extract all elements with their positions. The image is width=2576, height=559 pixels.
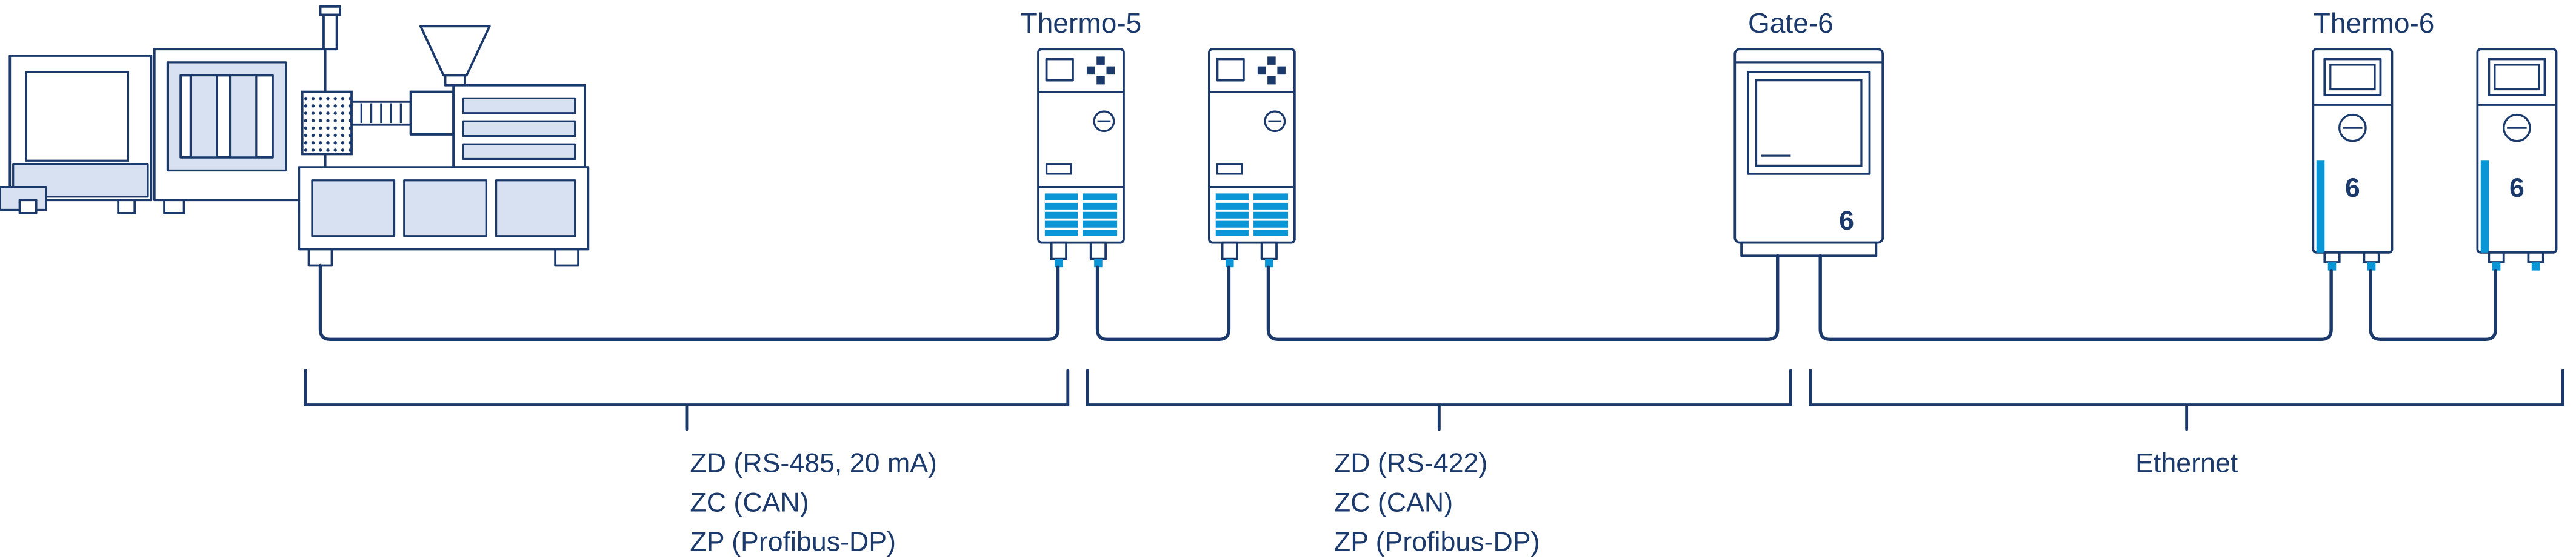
window-pane bbox=[189, 74, 218, 159]
protocol-label: ZD (RS-422) bbox=[1334, 449, 1487, 478]
thermo5-unit-2 bbox=[1208, 48, 1296, 269]
cable-thermo6-1-to-thermo6-2 bbox=[2369, 268, 2497, 342]
gate6-screen bbox=[1755, 79, 1863, 167]
cable-gate6-to-thermo6-1 bbox=[1818, 254, 2333, 342]
gate6-number: 6 bbox=[1839, 206, 1854, 236]
protocol-label: ZP (Profibus-DP) bbox=[690, 527, 896, 557]
bus-group-2-labels: ZD (RS-422) ZC (CAN) ZP (Profibus-DP) bbox=[1334, 449, 1540, 557]
cable-thermo5-2-to-gate6 bbox=[1266, 254, 1780, 342]
signal-column-cap bbox=[319, 5, 341, 16]
protocol-label: ZC (CAN) bbox=[690, 488, 809, 518]
protocol-label: ZC (CAN) bbox=[1334, 488, 1453, 518]
cabinet-door bbox=[25, 71, 130, 162]
bus-group-1-labels: ZD (RS-485, 20 mA) ZC (CAN) ZP (Profibus… bbox=[690, 449, 937, 557]
label-thermo5: Thermo-5 bbox=[1021, 7, 1142, 39]
gate6-base bbox=[1740, 241, 1878, 257]
gate6-unit: 6 bbox=[1733, 48, 1884, 257]
label-thermo6: Thermo-6 bbox=[2314, 7, 2435, 39]
signal-column bbox=[322, 12, 338, 51]
protocol-label: Ethernet bbox=[2135, 449, 2238, 478]
injection-barrel bbox=[350, 90, 455, 136]
cable-thermo5-1-to-thermo5-2 bbox=[1095, 265, 1231, 342]
injection-molding-machine bbox=[0, 5, 590, 267]
drive-unit bbox=[452, 84, 586, 168]
cable-machine-to-thermo5-1 bbox=[318, 263, 1060, 342]
gate6-screen-frame bbox=[1747, 71, 1871, 175]
thermo6-unit-2 bbox=[2476, 48, 2558, 272]
protocol-label: ZD (RS-485, 20 mA) bbox=[690, 449, 937, 478]
bracket-zd-rs422 bbox=[1086, 369, 1792, 431]
bus-brackets bbox=[304, 369, 2564, 431]
foot bbox=[307, 248, 333, 267]
label-gate6: Gate-6 bbox=[1748, 7, 1834, 39]
foot bbox=[163, 199, 185, 214]
thermo6-unit-1 bbox=[2312, 48, 2394, 272]
hopper bbox=[419, 25, 491, 87]
window-pane bbox=[229, 74, 258, 159]
bus-group-3-labels: Ethernet bbox=[2135, 449, 2238, 478]
thermo5-unit-1 bbox=[1037, 48, 1125, 269]
cables bbox=[318, 254, 2497, 342]
bracket-ethernet bbox=[1809, 369, 2564, 431]
bracket-zd-rs485 bbox=[304, 369, 1070, 431]
foot bbox=[117, 199, 136, 214]
protocol-label: ZP (Profibus-DP) bbox=[1334, 527, 1540, 557]
machine-base bbox=[298, 166, 590, 267]
foot bbox=[18, 199, 38, 214]
mold-block bbox=[301, 90, 353, 156]
foot bbox=[554, 248, 579, 267]
